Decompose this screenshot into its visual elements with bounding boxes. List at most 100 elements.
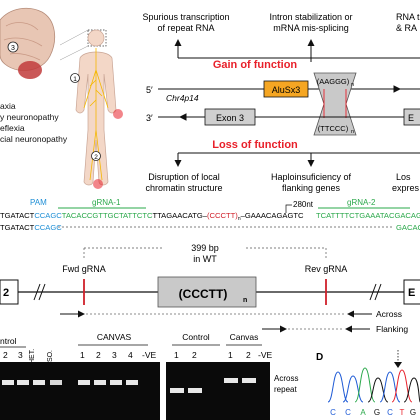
- flanking-primer-label: Flanking: [376, 324, 408, 334]
- canvas-group-title: CANVAS: [97, 332, 132, 342]
- fwd-grna-label: Fwd gRNA: [62, 264, 106, 274]
- top-mid-caption-1: Intron stabilization or: [269, 12, 352, 22]
- seq1-repeat: (CCCTT): [207, 211, 238, 220]
- lane-label-control-2: 2: [3, 350, 8, 360]
- panel-d-label: D: [316, 352, 323, 363]
- repeat-block-subscript: n: [243, 297, 247, 304]
- repeat-top-subscript: n: [351, 82, 354, 88]
- symptom-list: axia y neuronopathy eflexia cial neurono…: [0, 101, 68, 144]
- exon-3-label: Exon 3: [216, 113, 244, 123]
- across-repeat-label-2: repeat: [274, 385, 297, 394]
- control-2-group-title: Control: [182, 332, 210, 342]
- three-prime-label: 3′: [146, 113, 153, 123]
- rev-grna-label: Rev gRNA: [305, 264, 348, 274]
- symptom-4: cial neuronopathy: [0, 134, 68, 144]
- symptom-1: axia: [0, 101, 16, 111]
- sequence-line-1: TGATACTCCAGCTACACCGTTGCTATTCTCTTAGAACATG…: [0, 211, 304, 222]
- gel-panel: ntrol 2 3 HET. ISO. CANVAS 1 2 3 4 -VE C…: [0, 332, 298, 420]
- repeat-block-label: (CCCTT): [179, 287, 228, 301]
- loss-of-function-label: Loss of function: [212, 139, 298, 151]
- exon-right-box: [403, 108, 420, 126]
- gel2-lane-3: 1: [228, 350, 233, 360]
- repeat-bottom-label: (TTCCC): [318, 124, 349, 133]
- bottom-right-caption-1: Los: [396, 172, 411, 182]
- marker-3-label: 3: [11, 45, 15, 52]
- gel2-lane-neg: -VE: [258, 350, 273, 360]
- gel2-lane-1: 1: [174, 350, 179, 360]
- seq2-pam: CCAGC: [34, 223, 62, 232]
- seq1-tail: –GAAACAGAGTC: [241, 211, 304, 220]
- lane-label-canvas-1: 1: [80, 350, 85, 360]
- gel-image-1: [0, 362, 160, 420]
- seq1-pam: CCAGC: [34, 211, 62, 220]
- human-figure-illustration: 2 1: [59, 29, 123, 189]
- grna-2-label: gRNA-2: [347, 198, 376, 207]
- gel2-lane-2: 2: [192, 350, 197, 360]
- lane-label-canvas-4: 4: [128, 350, 133, 360]
- exon-right-label-deletion: E: [408, 287, 415, 299]
- top-right-caption-1: RNA t: [396, 12, 420, 22]
- pam-label: PAM: [30, 198, 47, 207]
- bottom-mid-caption-1: Haploinsuficiency of: [271, 172, 352, 182]
- lane-label-control-3: 3: [18, 350, 23, 360]
- top-left-caption-1: Spurious transcription: [142, 12, 229, 22]
- grna-1-label: gRNA-1: [92, 198, 121, 207]
- base-6: T: [400, 408, 405, 417]
- deletion-panel: 399 bp in WT Fwd gRNA Rev gRNA 2 E (CCCT…: [0, 243, 420, 334]
- gene-label: Chr4p14: [166, 93, 199, 103]
- exon-right-box-deletion: [403, 279, 420, 305]
- marker-1-label: 1: [73, 76, 77, 83]
- symptom-2: y neuronopathy: [0, 112, 59, 122]
- deletion-size-note: in WT: [193, 254, 217, 264]
- five-prime-label: 5′: [146, 85, 153, 95]
- sequence-line-2-right: GACAG: [396, 223, 420, 232]
- gel2-lane-4: 2: [246, 350, 251, 360]
- symptom-3: eflexia: [0, 123, 25, 133]
- canvas-2-group-title: Canvas: [230, 332, 259, 342]
- bottom-left-caption-1: Disruption of local: [148, 172, 220, 182]
- repeat-top-label: (AAGGG): [317, 77, 350, 86]
- lane-label-canvas-neg: -VE: [142, 350, 157, 360]
- nerve-lines: [83, 48, 109, 181]
- top-right-caption-2: & RA: [396, 23, 417, 33]
- base-7: G: [410, 408, 416, 417]
- seq1-mid: TTAGAACATG–: [152, 211, 207, 220]
- bottom-left-caption-2: chromatin structure: [145, 183, 222, 193]
- base-2: C: [345, 408, 351, 417]
- repeat-bottom-subscript: n: [351, 129, 354, 135]
- sequence-line-2: TGATACTCCAGC: [0, 223, 62, 232]
- exon-right-label: E: [408, 113, 414, 123]
- top-left-caption-2: of repeat RNA: [157, 23, 214, 33]
- across-primer-label: Across: [376, 309, 402, 319]
- sequence-line-1-right: TCATTTTCTGAAATACGACAG: [316, 211, 420, 220]
- lane-label-het: HET.: [29, 349, 36, 364]
- deletion-size-label: 399 bp: [191, 243, 219, 253]
- across-repeat-label-1: Across: [274, 374, 298, 383]
- bottom-mid-caption-2: flanking genes: [282, 183, 341, 193]
- alu-element-box: [263, 80, 309, 98]
- chromatogram-traces: [327, 367, 420, 403]
- brain-illustration: 3: [0, 7, 56, 79]
- mechanism-panel: Spurious transcription of repeat RNA Int…: [142, 12, 420, 193]
- seq1-prefix: TGATACT: [0, 211, 35, 220]
- lane-label-canvas-2: 2: [96, 350, 101, 360]
- base-1: C: [330, 408, 336, 417]
- gap-label: 280nt: [293, 200, 314, 209]
- seq1-repeat-sub: n: [238, 216, 241, 222]
- chromatogram-panel: D C C A G C T G: [316, 350, 420, 417]
- base-3: A: [360, 408, 366, 417]
- exon-2-label: 2: [3, 287, 9, 299]
- seq1-grna: TACACCGTTGCTATTCTC: [62, 211, 153, 220]
- repeat-block: [157, 276, 257, 308]
- top-mid-caption-2: mRNA mis-splicing: [273, 23, 349, 33]
- seq2-prefix: TGATACT: [0, 223, 35, 232]
- alu-element-label: AluSx3: [272, 85, 301, 95]
- exon-3-box: [204, 108, 256, 126]
- lane-label-canvas-3: 3: [112, 350, 117, 360]
- base-4: G: [374, 408, 380, 417]
- sequence-panel: PAM gRNA-1 280nt gRNA-2 TGATACTCCAGCTACA…: [0, 198, 420, 232]
- control-group-title: ntrol: [0, 336, 17, 346]
- lane-label-iso: ISO.: [47, 350, 54, 364]
- exon-2-box: [0, 279, 19, 305]
